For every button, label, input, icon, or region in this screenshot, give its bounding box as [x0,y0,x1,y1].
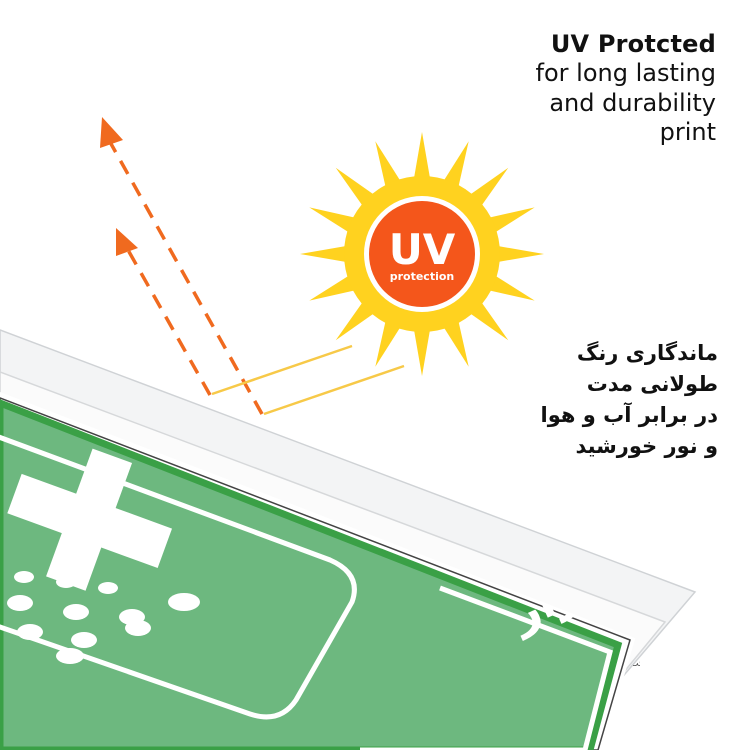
sun-ray [441,316,469,367]
first-aid-cross-icon [7,448,173,591]
sun-ray [309,273,360,301]
headline-line: and durability [549,88,716,117]
sun-ray [484,207,535,235]
persian-caption-line: طولانی مدت [586,372,718,397]
persian-caption-line: در برابر آب و هوا [540,403,719,428]
sun-ray [484,273,535,301]
sun-ray [493,245,544,263]
persian-caption: ماندگاری رنگ طولانی مدت در برابر آب و هو… [458,338,719,462]
sun-ray [441,141,469,192]
sun-ray [413,325,431,376]
uv-headline: UV Protcted for long lasting and durabil… [386,30,716,147]
uv-badge-sub: protection [390,270,455,283]
headline-line: for long lasting [535,59,716,88]
persian-caption-line: و نور خورشید [575,434,718,459]
shower-drops-icon [7,571,200,664]
uv-badge-main: UV [389,225,456,274]
uv-badge [369,201,475,307]
headline-title: UV Protcted [550,30,716,58]
sun-ray [375,316,403,367]
headline-line: print [659,117,716,146]
sun-ray [413,132,431,183]
arrow-up-icon [100,117,123,148]
persian-caption-line: ماندگاری رنگ [576,341,718,365]
sun-ray [375,141,403,192]
sign-logo-text: نشانگر [632,656,658,674]
sign-green-field [0,403,618,750]
arrow-up-icon [116,228,138,256]
sign-inner-panel [0,427,357,720]
incoming-sun-rays [211,344,405,416]
sign-green-border [0,397,623,750]
sun-ray [309,207,360,235]
uv-reflection-arrows [100,117,264,415]
sun-ray [300,245,351,263]
